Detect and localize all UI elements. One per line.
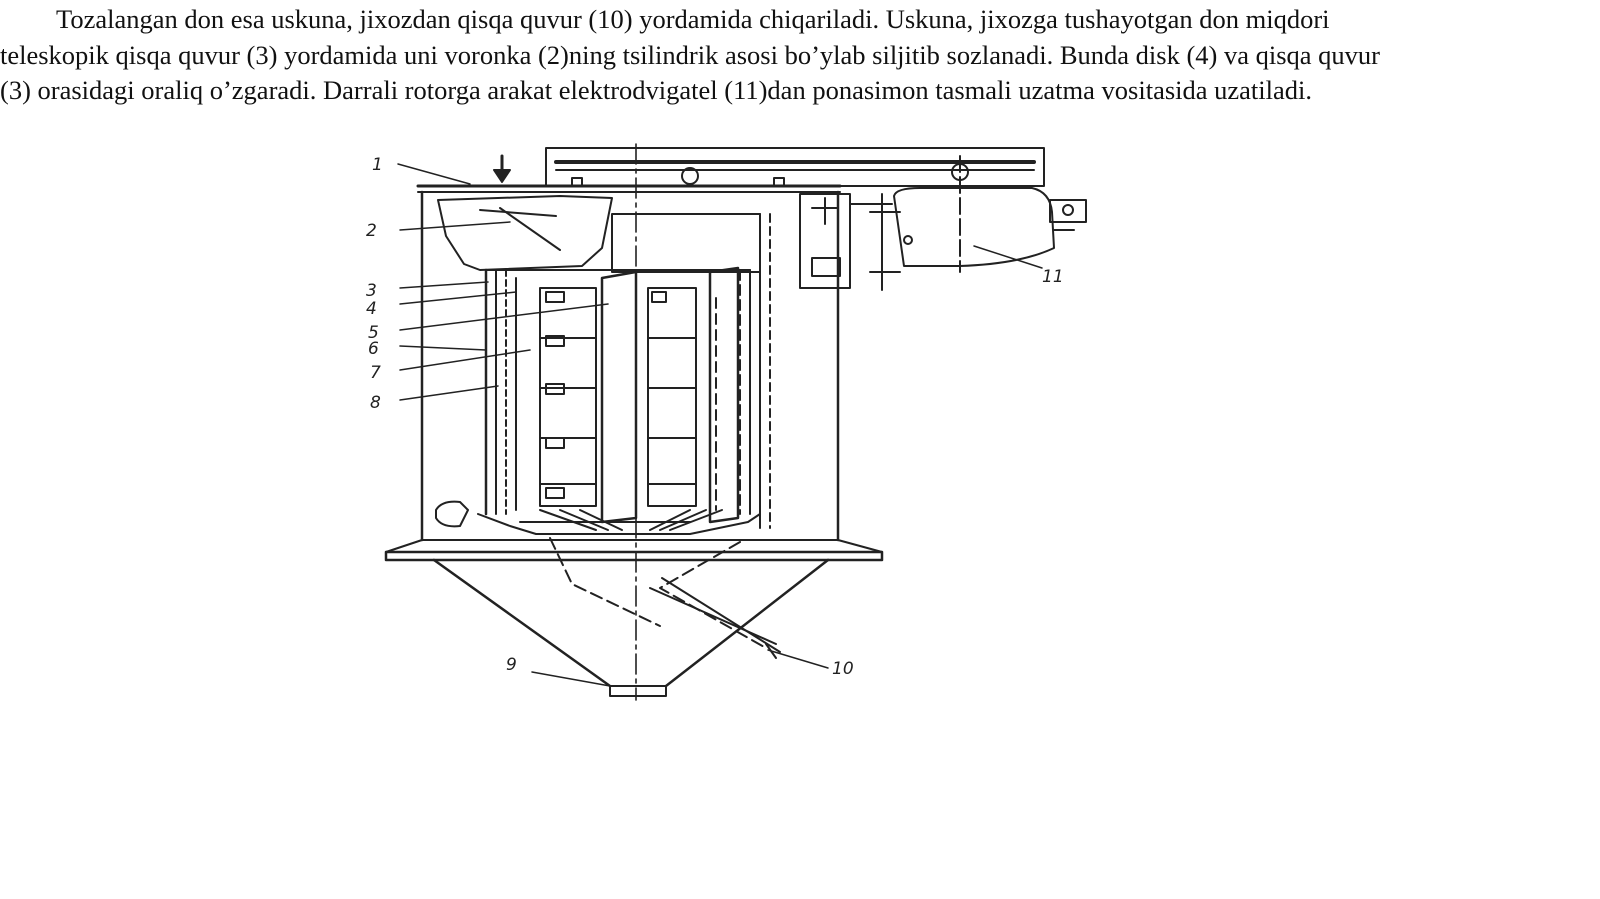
machine-diagram: 1 2 3 4 5 6 7 8 9 10 11: [360, 138, 1120, 708]
callout-9: 9: [506, 655, 517, 675]
callout-1: 1: [372, 155, 383, 175]
callout-3: 3: [366, 281, 377, 301]
callout-4: 4: [366, 299, 377, 319]
callout-2: 2: [366, 221, 377, 241]
callout-6: 6: [368, 339, 379, 359]
body-paragraph: Tozalangan don esa uskuna, jixozdan qisq…: [0, 2, 1590, 109]
drawing-lines: [384, 143, 1087, 701]
callout-8: 8: [370, 393, 381, 413]
callout-5: 5: [368, 323, 379, 343]
paragraph-line-1: Tozalangan don esa uskuna, jixozdan qisq…: [56, 4, 1330, 34]
machine-drawing: 1 2 3 4 5 6 7 8 9 10 11: [366, 143, 1087, 701]
callout-11: 11: [1042, 267, 1064, 287]
callout-7: 7: [370, 363, 381, 383]
paragraph-line-3: (3) orasidagi oraliq o’zgaradi. Darrali …: [0, 75, 1313, 105]
paragraph-line-2: teleskopik qisqa quvur (3) yordamida uni…: [0, 39, 1380, 70]
callout-10: 10: [832, 659, 854, 679]
